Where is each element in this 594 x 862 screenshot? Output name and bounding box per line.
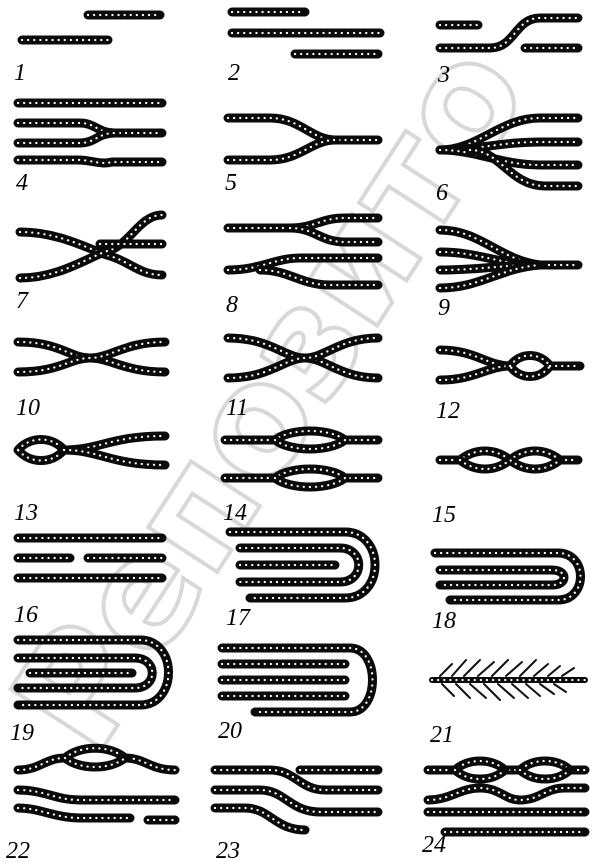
pattern-label: 13	[14, 500, 38, 526]
pattern-label: 24	[422, 832, 446, 858]
pattern-24: 24	[422, 761, 585, 858]
pattern-label: 14	[223, 500, 247, 526]
pattern-label: 12	[436, 398, 460, 424]
pattern-label: 23	[216, 838, 240, 862]
pattern-2: 2	[228, 12, 380, 86]
strand	[18, 790, 175, 800]
pattern-label: 18	[432, 608, 456, 634]
pattern-label: 8	[226, 292, 238, 318]
strand	[18, 440, 64, 461]
pattern-22: 22	[6, 748, 175, 862]
pattern-23: 23	[215, 770, 378, 862]
strand	[18, 808, 130, 818]
pattern-20: 20	[218, 648, 373, 744]
pattern-label: 19	[10, 720, 34, 746]
pattern-label: 4	[16, 170, 28, 196]
pattern-label: 16	[14, 602, 38, 628]
pattern-label: 9	[438, 295, 450, 321]
pattern-15: 15	[432, 451, 578, 528]
strand	[428, 788, 585, 800]
strand	[18, 123, 162, 133]
pattern-21: 21	[430, 660, 585, 748]
pattern-label: 17	[226, 605, 251, 631]
pattern-label: 10	[16, 395, 40, 421]
pattern-17: 17	[226, 532, 375, 631]
pattern-label: 11	[226, 395, 248, 421]
pattern-label: 7	[16, 288, 29, 314]
pattern-1: 1	[14, 15, 160, 86]
pattern-18: 18	[432, 553, 581, 634]
pattern-label: 6	[436, 180, 448, 206]
pattern-12: 12	[436, 350, 580, 424]
strand-texture	[435, 553, 581, 600]
pattern-label: 20	[218, 718, 242, 744]
pattern-label: 3	[437, 62, 450, 88]
pattern-label: 22	[6, 838, 30, 862]
pattern-label: 1	[14, 60, 26, 86]
pattern-label: 5	[225, 170, 237, 196]
strand	[440, 570, 564, 585]
pattern-label: 2	[228, 60, 240, 86]
pattern-label: 21	[430, 722, 454, 748]
strand	[228, 140, 335, 160]
pattern-4: 4	[16, 103, 162, 196]
strand	[435, 553, 581, 600]
pattern-label: 15	[432, 502, 456, 528]
strand	[215, 808, 305, 830]
pattern-7: 7	[16, 215, 162, 314]
strand	[18, 133, 115, 143]
pattern-10: 10	[16, 342, 165, 421]
